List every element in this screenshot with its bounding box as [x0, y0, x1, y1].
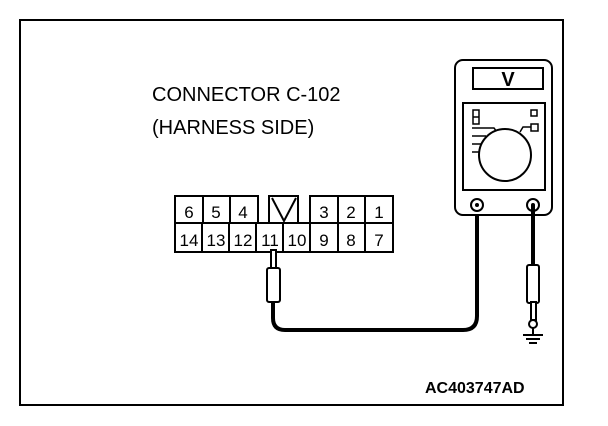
- meter-display-v: V: [501, 69, 515, 91]
- pin-6: 6: [184, 203, 193, 222]
- pin-1: 1: [374, 203, 383, 222]
- connector-side-label: (HARNESS SIDE): [152, 117, 314, 139]
- frame-border: [19, 19, 564, 406]
- pin-4: 4: [238, 203, 247, 222]
- pin-9: 9: [319, 231, 328, 250]
- meter-dial: [478, 128, 532, 182]
- test-lead-wire: [271, 205, 479, 332]
- voltmeter: [454, 59, 553, 216]
- pin-7: 7: [374, 231, 383, 250]
- figure-id: AC403747AD: [425, 380, 525, 397]
- connector-c-102: [174, 195, 394, 253]
- test-probe-positive: [266, 249, 281, 303]
- meter-display: [472, 67, 544, 90]
- pin-5: 5: [211, 203, 220, 222]
- ground-icon: [523, 328, 543, 344]
- pin-8: 8: [346, 231, 355, 250]
- pin-3: 3: [319, 203, 328, 222]
- test-probe-ground: [526, 264, 540, 329]
- pin-13: 13: [207, 231, 226, 250]
- pin-14: 14: [180, 231, 199, 250]
- connector-title: CONNECTOR C-102: [152, 84, 341, 106]
- pin-2: 2: [346, 203, 355, 222]
- pin-11: 11: [261, 231, 279, 250]
- pin-12: 12: [234, 231, 253, 250]
- pin-10: 10: [288, 231, 307, 250]
